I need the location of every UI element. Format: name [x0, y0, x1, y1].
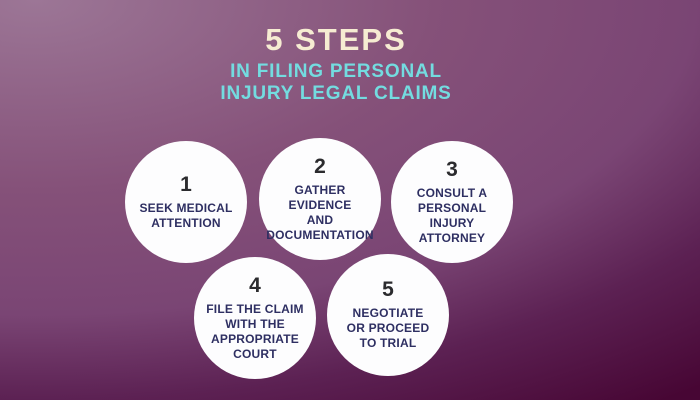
step-circle-2: 2 GATHER EVIDENCE AND DOCUMENTATION	[259, 138, 381, 260]
step-number: 3	[446, 157, 458, 181]
step-number: 5	[382, 278, 394, 301]
page-subtitle: IN FILING PERSONAL INJURY LEGAL CLAIMS	[220, 61, 452, 104]
step-label: NEGOTIATE OR PROCEED TO TRIAL	[346, 306, 430, 350]
step-number: 4	[249, 273, 261, 297]
step-circle-5: 5 NEGOTIATE OR PROCEED TO TRIAL	[327, 254, 449, 376]
step-circle-1: 1 SEEK MEDICAL ATTENTION	[125, 141, 247, 263]
step-label: GATHER EVIDENCE AND DOCUMENTATION	[266, 182, 374, 242]
step-label: CONSULT A PERSONAL INJURY ATTORNEY	[416, 185, 488, 245]
step-number: 2	[314, 154, 326, 178]
step-circle-3: 3 CONSULT A PERSONAL INJURY ATTORNEY	[391, 141, 513, 263]
header: 5 STEPS IN FILING PERSONAL INJURY LEGAL …	[0, 24, 672, 105]
step-label: FILE THE CLAIM WITH THE APPROPRIATE COUR…	[206, 301, 304, 361]
step-label: SEEK MEDICAL ATTENTION	[139, 200, 233, 230]
page-title: 5 STEPS	[265, 22, 407, 57]
step-circle-4: 4 FILE THE CLAIM WITH THE APPROPRIATE CO…	[194, 257, 316, 379]
step-number: 1	[180, 172, 192, 196]
